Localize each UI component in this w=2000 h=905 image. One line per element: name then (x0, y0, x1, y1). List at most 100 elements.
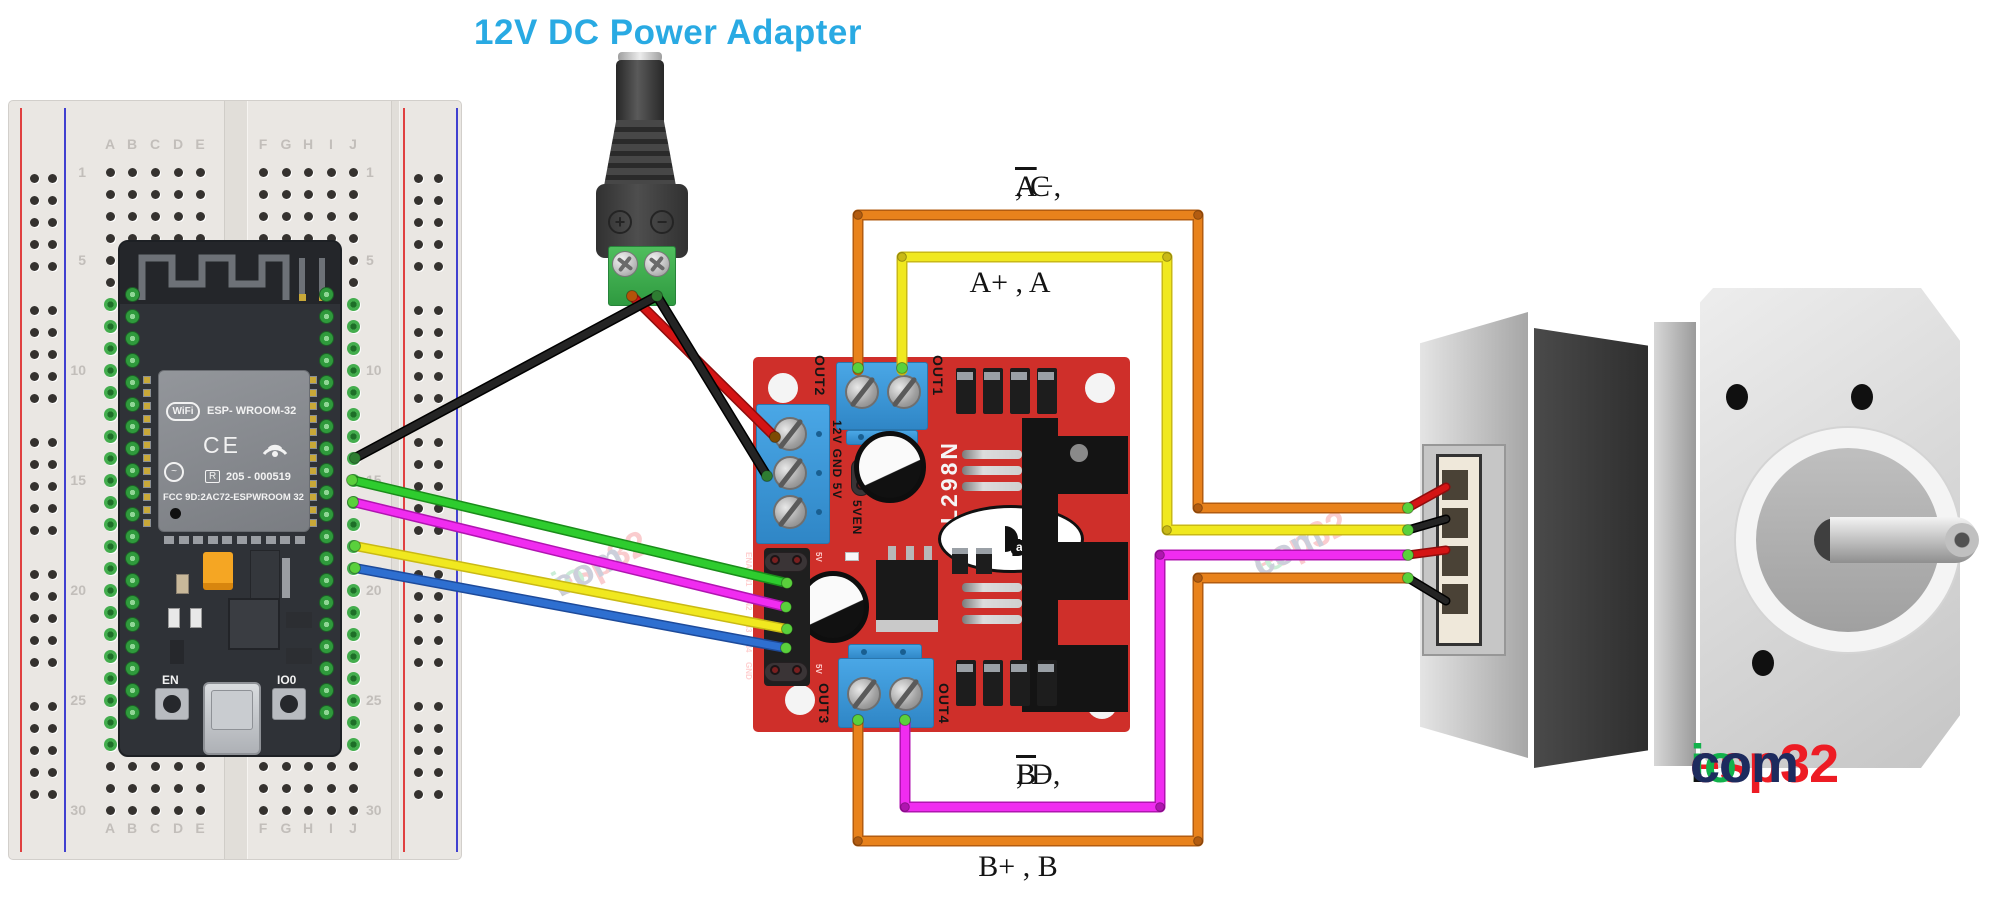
rail-hole (47, 239, 57, 249)
small-part-3 (170, 640, 184, 664)
breadboard-hole (127, 167, 137, 177)
breadboard-hole-green (346, 495, 360, 509)
rail-hole (47, 305, 57, 315)
breadboard-hole (258, 761, 268, 771)
rail-hole (47, 393, 57, 403)
rail-hole (47, 481, 57, 491)
rail-hole (29, 261, 39, 271)
small-cap (976, 548, 992, 574)
coil-a-minus-orange-joint (853, 210, 863, 220)
breadboard-hole-green (103, 495, 117, 509)
breadboard-hole-green (103, 341, 117, 355)
breadboard-hole-green (103, 517, 117, 531)
rail-hole (47, 195, 57, 205)
breadboard-hole-green (346, 341, 360, 355)
rail-hole (433, 745, 443, 755)
breadboard-hole (105, 233, 115, 243)
breadboard-hole-green (346, 583, 360, 597)
breadboard-hole-green (103, 407, 117, 421)
breadboard-hole (105, 255, 115, 265)
emc-logo-icon: ~ (164, 462, 184, 482)
motor-mount-hole (1752, 650, 1774, 676)
pcb-dot (861, 649, 867, 655)
shield-gold-pin (309, 415, 317, 423)
breadboard-hole-green (103, 429, 117, 443)
column-letter: G (280, 136, 292, 152)
to220-leg (888, 546, 896, 562)
rail-hole (413, 327, 423, 337)
breadboard-hole (105, 211, 115, 221)
pcb-dot (816, 509, 822, 515)
rail-hole (433, 701, 443, 711)
breadboard-hole-green (346, 715, 360, 729)
rail-hole (29, 635, 39, 645)
breadboard-hole-green (103, 583, 117, 597)
out4-label: OUT4 (936, 683, 952, 725)
row-number: 1 (78, 164, 86, 180)
breadboard-hole (127, 189, 137, 199)
shield-bottom-pad (222, 536, 232, 544)
rail-hole (433, 569, 443, 579)
motor-connector-pin (1442, 584, 1468, 614)
pin-label-gnd: GND (744, 662, 753, 680)
breadboard-hole-green (346, 319, 360, 333)
breadboard-hole (127, 805, 137, 815)
out1-label: OUT1 (930, 355, 946, 397)
rail-hole (413, 767, 423, 777)
esp32-pin-pad (319, 617, 334, 632)
esp32-pin-pad (125, 287, 140, 302)
rail-hole (47, 701, 57, 711)
coil-b-minus-magenta-joint (1155, 802, 1165, 812)
shield-dot (170, 508, 181, 519)
rail-hole (413, 173, 423, 183)
rail-hole (29, 459, 39, 469)
shield-gold-pin (309, 441, 317, 449)
esp32-pin-pad (125, 617, 140, 632)
esp32-pin-pad (125, 331, 140, 346)
rail-hole (29, 591, 39, 601)
rail-hole (413, 371, 423, 381)
breadboard-hole-green (103, 737, 117, 751)
rail-line-red-left (20, 108, 22, 852)
breadboard-hole (303, 233, 313, 243)
breadboard-hole (281, 761, 291, 771)
power-terminal-label: 12V GND 5V (830, 420, 844, 500)
breadboard-hole (150, 189, 160, 199)
breadboard-hole (105, 761, 115, 771)
breadboard-hole (303, 805, 313, 815)
esp32-pin-pad (125, 705, 140, 720)
mount-hole (1085, 373, 1115, 403)
shield-bottom-pad (236, 536, 247, 544)
breadboard-hole (195, 167, 205, 177)
usb-inner (211, 690, 253, 730)
out1-screw (887, 375, 921, 409)
breadboard-hole (173, 805, 183, 815)
out2-screw (845, 375, 879, 409)
antenna-icon (138, 254, 326, 301)
breadboard-hole (303, 761, 313, 771)
column-letter: C (149, 820, 161, 836)
terminal-screw-minus (644, 251, 670, 277)
breadboard-hole-green (103, 363, 117, 377)
breadboard-hole (173, 167, 183, 177)
rail-hole (433, 349, 443, 359)
column-letter: C (149, 136, 161, 152)
rail-hole (29, 393, 39, 403)
5v-label-top: 5V (814, 552, 823, 562)
out4-screw (889, 677, 923, 711)
esp32-pin-pad (125, 639, 140, 654)
reg-mark: R (205, 470, 221, 483)
rail-hole (47, 767, 57, 777)
5v-label-bottom: 5V (814, 664, 823, 674)
shield-bottom-pad (294, 536, 305, 544)
breadboard-hole (326, 805, 336, 815)
site-logo-io: io (1690, 734, 1737, 794)
rail-hole (29, 349, 39, 359)
rail-hole (29, 217, 39, 227)
motor-mount-hole (1851, 384, 1873, 410)
shield-gold-pin (143, 415, 151, 423)
breadboard-hole (303, 211, 313, 221)
rail-hole (29, 789, 39, 799)
shield-gold-pin (309, 428, 317, 436)
motor-mount-hole (1726, 384, 1748, 410)
